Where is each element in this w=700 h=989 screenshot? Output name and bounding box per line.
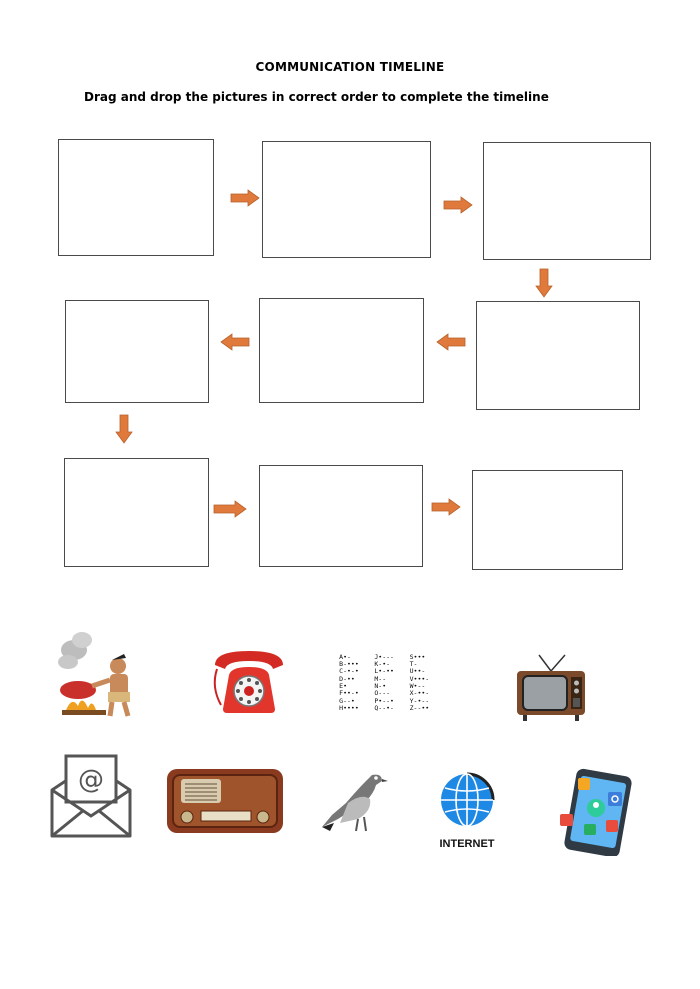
drop-slot-8[interactable]	[259, 465, 423, 567]
arrow-right-icon	[230, 189, 260, 207]
email-envelope-picture[interactable]: @	[48, 752, 134, 838]
instructions-text: Drag and drop the pictures in correct or…	[84, 90, 549, 104]
drop-slot-9[interactable]	[472, 470, 623, 570]
morse-code-chart: A•- J•--- S••• B-••• K-•- T- C-•-• L•-••…	[339, 652, 430, 712]
arrow-left-icon	[220, 333, 250, 351]
drop-slot-2[interactable]	[262, 141, 431, 258]
arrow-left-icon	[436, 333, 466, 351]
morse-code-chart-picture[interactable]: A•- J•--- S••• B-••• K-•- T- C-•-• L•-••…	[339, 652, 442, 714]
arrow-right-icon	[431, 498, 461, 516]
drop-slot-6[interactable]	[65, 300, 209, 403]
carrier-pigeon-picture[interactable]	[318, 763, 392, 837]
internet-globe-picture[interactable]: INTERNET	[432, 766, 502, 852]
arrow-right-icon	[213, 500, 247, 518]
drop-slot-1[interactable]	[58, 139, 214, 256]
arrow-right-icon	[443, 196, 473, 214]
vintage-television-picture[interactable]	[515, 653, 587, 723]
drop-slot-5[interactable]	[259, 298, 424, 403]
worksheet-title: COMMUNICATION TIMELINE	[255, 60, 445, 74]
vintage-radio-picture[interactable]	[165, 767, 285, 835]
drop-slot-7[interactable]	[64, 458, 209, 567]
drop-slot-4[interactable]	[476, 301, 640, 410]
at-sign-icon: @	[78, 765, 104, 795]
rotary-telephone-picture[interactable]	[209, 647, 289, 717]
arrow-down-icon	[535, 268, 553, 298]
smartphone-apps-picture[interactable]	[550, 768, 632, 856]
arrow-down-icon	[115, 414, 133, 444]
smoke-signal-picture[interactable]	[52, 628, 140, 720]
drop-slot-3[interactable]	[483, 142, 651, 260]
internet-label: INTERNET	[440, 838, 495, 850]
